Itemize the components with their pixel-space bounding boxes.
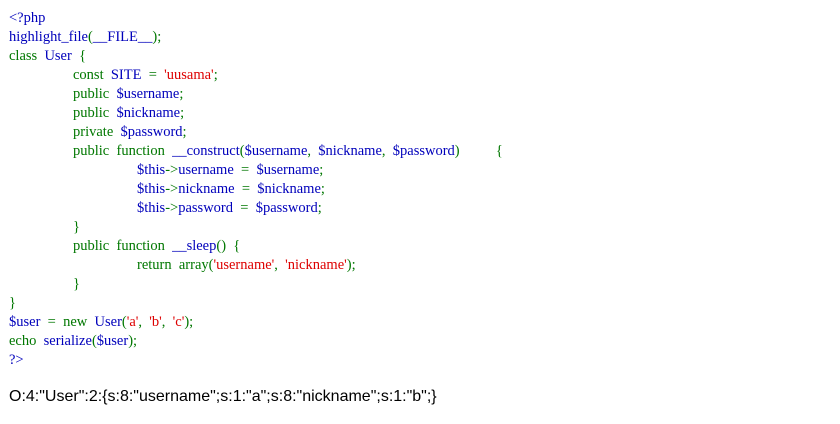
code-token: __FILE__ xyxy=(92,29,153,45)
code-token: ) { xyxy=(454,143,503,159)
code-token: , xyxy=(138,314,150,330)
code-line: const SITE = 'uusama'; xyxy=(9,66,503,85)
code-token: { xyxy=(79,48,87,64)
code-token: } xyxy=(73,219,80,235)
code-token: 'b' xyxy=(149,314,162,330)
code-token: , xyxy=(307,143,319,159)
code-token: 'nickname' xyxy=(285,257,347,273)
code-line: return array('username', 'nickname'); xyxy=(9,256,503,275)
code-token: ); xyxy=(346,257,356,273)
code-token: $username xyxy=(116,86,180,102)
code-token: ( xyxy=(121,314,127,330)
code-token: password xyxy=(178,200,241,216)
code-token: } xyxy=(9,295,16,311)
code-token: $nickname xyxy=(318,143,382,159)
code-token: public function xyxy=(73,143,173,159)
code-line: } xyxy=(9,294,503,313)
code-token: () { xyxy=(216,238,241,254)
code-line: public function __sleep() { xyxy=(9,237,503,256)
code-token: ( xyxy=(87,29,93,45)
code-token: const xyxy=(73,67,111,83)
code-token: public xyxy=(73,105,117,121)
serialized-output: O:4:"User":2:{s:8:"username";s:1:"a";s:8… xyxy=(9,388,437,405)
code-token: <?php xyxy=(9,10,46,26)
code-token: -> xyxy=(165,181,179,197)
code-token: public xyxy=(73,86,117,102)
code-token: 'c' xyxy=(172,314,185,330)
code-line: ?> xyxy=(9,351,503,370)
code-line: public function __construct($username, $… xyxy=(9,142,503,161)
code-token: class xyxy=(9,48,45,64)
code-token: ); xyxy=(128,333,138,349)
code-token: ; xyxy=(317,200,322,216)
code-token: 'username' xyxy=(213,257,275,273)
code-line: private $password; xyxy=(9,123,503,142)
code-token: ; xyxy=(213,67,218,83)
code-line: } xyxy=(9,275,503,294)
code-token: ( xyxy=(91,333,97,349)
code-line: public $nickname; xyxy=(9,104,503,123)
code-token: highlight_file xyxy=(9,29,88,45)
code-token: User xyxy=(44,48,80,64)
code-token: , xyxy=(274,257,286,273)
code-token: $this xyxy=(137,162,166,178)
code-token: $user xyxy=(9,314,48,330)
code-token: $nickname xyxy=(257,181,321,197)
code-token: ; xyxy=(319,162,324,178)
code-token: $password xyxy=(120,124,183,140)
code-token: = xyxy=(241,162,257,178)
code-token: nickname xyxy=(178,181,242,197)
code-line: $this->username = $username; xyxy=(9,161,503,180)
code-token: , xyxy=(381,143,393,159)
code-token: ?> xyxy=(9,352,24,368)
code-token: } xyxy=(73,276,80,292)
code-token: $this xyxy=(137,200,166,216)
code-token: ; xyxy=(180,105,185,121)
code-line: <?php xyxy=(9,9,503,28)
code-token: SITE xyxy=(110,67,149,83)
code-token: 'a' xyxy=(126,314,139,330)
code-token: serialize xyxy=(43,333,92,349)
code-line: highlight_file(__FILE__); xyxy=(9,28,503,47)
code-line: $this->password = $password; xyxy=(9,199,503,218)
code-token: $username xyxy=(256,162,320,178)
code-token: $nickname xyxy=(116,105,181,121)
code-line: public $username; xyxy=(9,85,503,104)
code-token: = xyxy=(241,181,258,197)
code-token: return array( xyxy=(137,257,214,273)
code-token: echo xyxy=(9,333,44,349)
code-token: ); xyxy=(152,29,162,45)
code-line: echo serialize($user); xyxy=(9,332,503,351)
code-token: __sleep xyxy=(172,238,217,254)
code-token: $password xyxy=(255,200,318,216)
code-token: username xyxy=(178,162,242,178)
code-token: $username xyxy=(244,143,308,159)
code-token: , xyxy=(161,314,173,330)
code-token: -> xyxy=(165,162,179,178)
code-token: __construct xyxy=(172,143,240,159)
code-token: $user xyxy=(96,333,129,349)
code-token: ( xyxy=(239,143,245,159)
code-token: ; xyxy=(320,181,325,197)
code-token: User xyxy=(94,314,122,330)
code-line: $this->nickname = $nickname; xyxy=(9,180,503,199)
code-token: ; xyxy=(182,124,187,140)
code-token: -> xyxy=(165,200,179,216)
code-token: ; xyxy=(179,86,184,102)
code-token: ); xyxy=(184,314,194,330)
code-token: 'uusama' xyxy=(164,67,214,83)
code-token: = new xyxy=(47,314,95,330)
code-token: $password xyxy=(392,143,455,159)
code-token: public function xyxy=(73,238,173,254)
code-line: class User { xyxy=(9,47,503,66)
code-token: $this xyxy=(137,181,166,197)
code-line: } xyxy=(9,218,503,237)
code-token: = xyxy=(148,67,165,83)
code-token: = xyxy=(240,200,256,216)
code-line: $user = new User('a', 'b', 'c'); xyxy=(9,313,503,332)
code-token: private xyxy=(73,124,121,140)
